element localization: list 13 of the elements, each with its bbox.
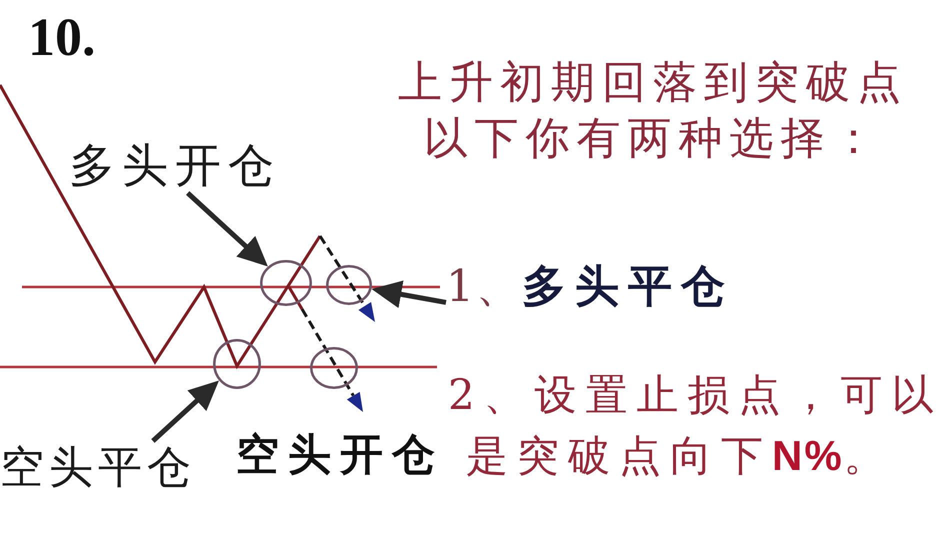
instruction-text: 上升初期回落到突破点以下你有两种选择： — [397, 56, 909, 166]
leader-arrow — [186, 191, 270, 268]
highlight-circle — [310, 347, 358, 389]
highlight-circle — [326, 265, 372, 305]
leader-arrow — [371, 280, 446, 308]
highlight-circle — [213, 339, 261, 389]
leader-arrow — [151, 378, 221, 443]
callout-label: 多头开仓 — [69, 138, 281, 193]
callout-label: 空头开仓 — [236, 429, 444, 482]
callout-label: 1、多头平仓 — [446, 260, 734, 313]
highlight-circle — [260, 260, 312, 306]
callout-label: 空头平仓 — [0, 441, 196, 494]
title: 10. — [28, 10, 96, 64]
